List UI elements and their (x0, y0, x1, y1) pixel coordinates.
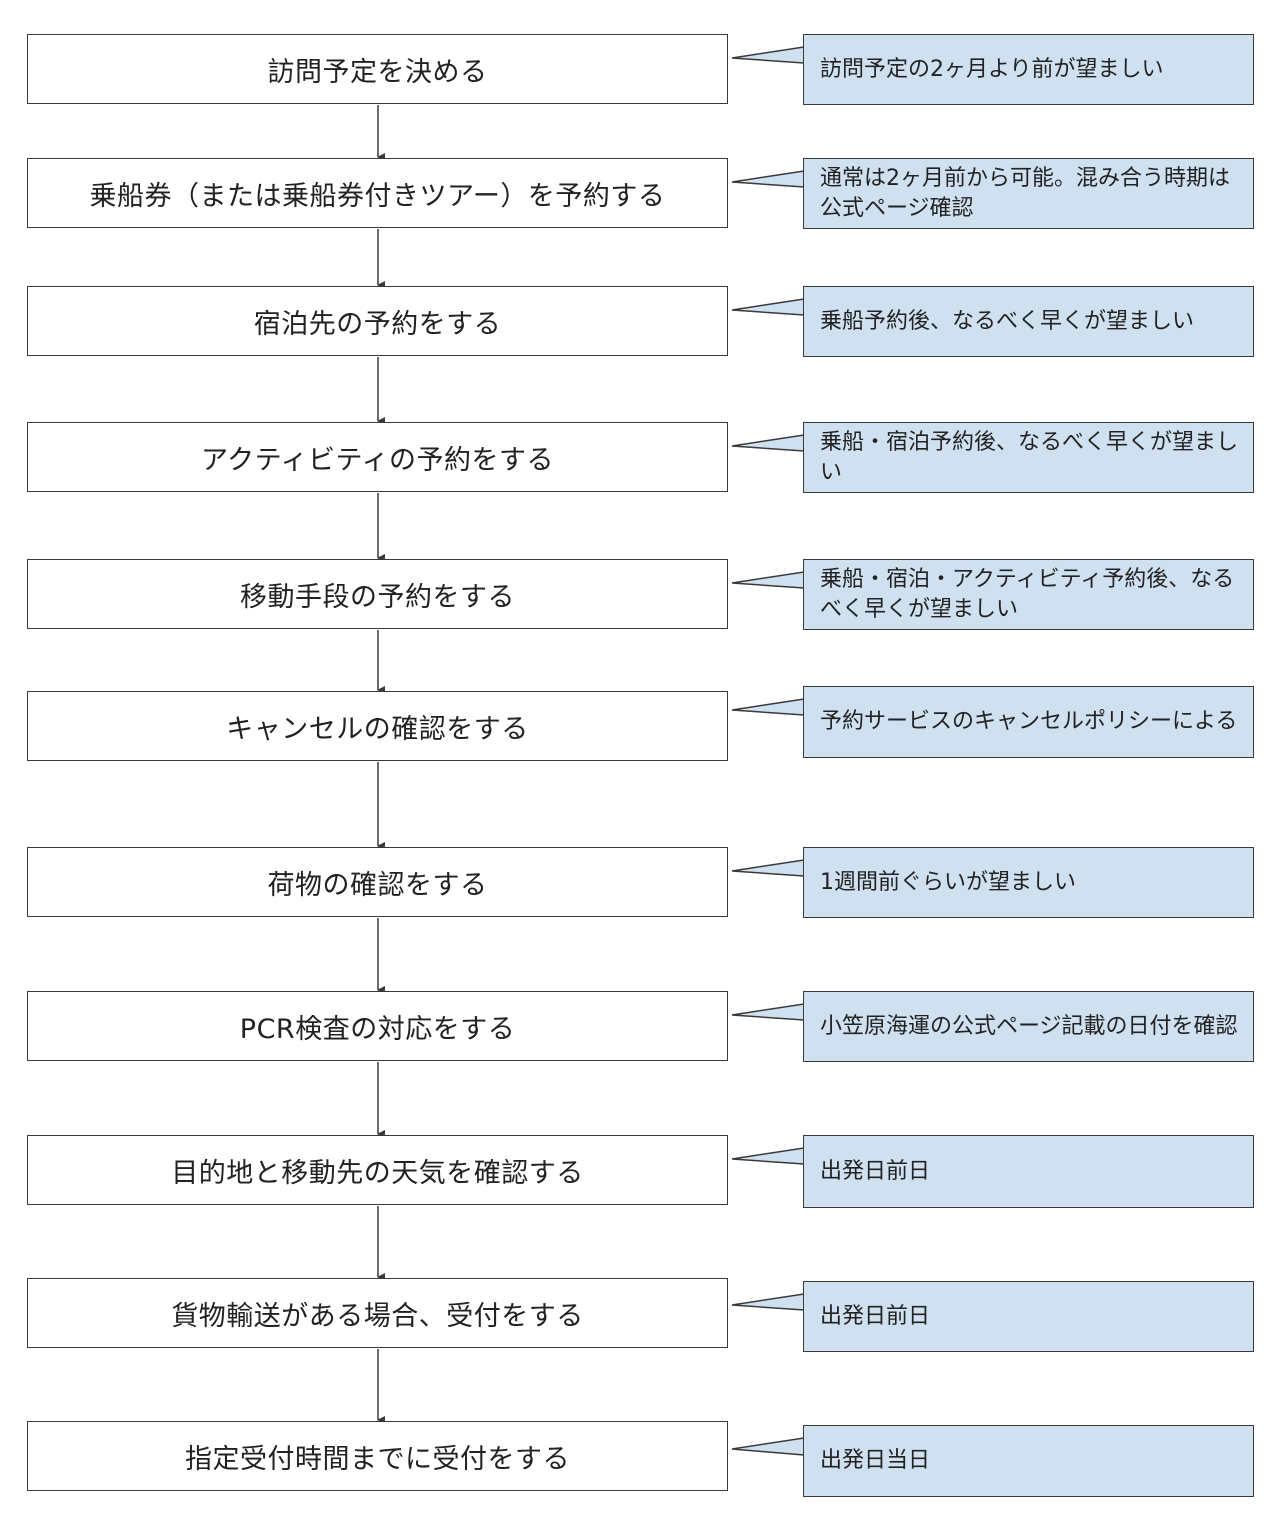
note-text: 出発日前日 (820, 1158, 931, 1184)
callout-tail-2 (731, 170, 805, 188)
step-label: キャンセルの確認をする (226, 713, 529, 745)
callout-note-6: 予約サービスのキャンセルポリシーによる (803, 686, 1254, 758)
callout-tail-3 (731, 298, 805, 316)
note-text: 出発日当日 (820, 1448, 931, 1473)
flow-step-2: 乗船券（または乗船券付きツアー）を予約する (27, 158, 728, 228)
callout-note-11: 出発日当日 (803, 1425, 1254, 1497)
note-text: 小笠原海運の公式ページ記載の日付を確認 (820, 1013, 1238, 1039)
flow-step-8: PCR検査の対応をする (27, 991, 728, 1061)
callout-tail-6 (731, 698, 805, 716)
step-label: 訪問予定を決める (267, 56, 488, 88)
step-label: 貨物輸送がある場合、受付をする (171, 1300, 584, 1332)
callout-note-8: 小笠原海運の公式ページ記載の日付を確認 (803, 991, 1254, 1062)
note-text: 通常は2ヶ月前から可能。混み合う時期は公式ページ確認 (820, 165, 1230, 221)
flow-step-9: 目的地と移動先の天気を確認する (27, 1135, 728, 1205)
callout-tail-4 (731, 434, 805, 452)
callout-note-2: 通常は2ヶ月前から可能。混み合う時期は公式ページ確認 (803, 158, 1254, 229)
step-label: PCR検査の対応をする (239, 1013, 516, 1045)
step-label: 移動手段の予約をする (240, 581, 515, 613)
note-text: 乗船・宿泊・アクティビティ予約後、なるべく早くが望ましい (820, 566, 1235, 622)
note-text: 出発日前日 (820, 1303, 931, 1329)
flow-step-1: 訪問予定を決める (27, 34, 728, 104)
flow-step-6: キャンセルの確認をする (27, 691, 728, 761)
step-label: 指定受付時間までに受付をする (185, 1443, 570, 1475)
callout-tail-10 (731, 1293, 805, 1311)
flow-step-4: アクティビティの予約をする (27, 422, 728, 492)
callout-tail-5 (731, 571, 805, 589)
callout-tail-9 (731, 1147, 805, 1165)
step-label: 乗船券（または乗船券付きツアー）を予約する (89, 180, 666, 212)
note-text: 乗船予約後、なるべく早くが望ましい (820, 308, 1195, 334)
callout-note-4: 乗船・宿泊予約後、なるべく早くが望ましい (803, 422, 1254, 493)
flow-step-3: 宿泊先の予約をする (27, 286, 728, 356)
step-label: アクティビティの予約をする (201, 444, 554, 476)
callout-tail-8 (731, 1003, 805, 1021)
step-label: 荷物の確認をする (267, 869, 488, 901)
note-text: 乗船・宿泊予約後、なるべく早くが望ましい (820, 429, 1239, 485)
callout-note-7: 1週間前ぐらいが望ましい (803, 847, 1254, 918)
note-text: 訪問予定の2ヶ月より前が望ましい (820, 56, 1164, 82)
callout-note-5: 乗船・宿泊・アクティビティ予約後、なるべく早くが望ましい (803, 559, 1254, 630)
callout-note-10: 出発日前日 (803, 1281, 1254, 1352)
callout-tail-11 (731, 1437, 805, 1456)
step-label: 宿泊先の予約をする (253, 308, 502, 340)
flow-step-10: 貨物輸送がある場合、受付をする (27, 1278, 728, 1348)
callout-note-1: 訪問予定の2ヶ月より前が望ましい (803, 34, 1254, 105)
callout-note-3: 乗船予約後、なるべく早くが望ましい (803, 286, 1254, 357)
note-text: 1週間前ぐらいが望ましい (820, 869, 1076, 895)
callout-tail-1 (731, 46, 805, 64)
callout-tail-7 (731, 859, 805, 877)
note-text: 予約サービスのキャンセルポリシーによる (820, 709, 1238, 734)
flow-step-7: 荷物の確認をする (27, 847, 728, 917)
flow-step-11: 指定受付時間までに受付をする (27, 1421, 728, 1491)
flow-step-5: 移動手段の予約をする (27, 559, 728, 629)
callout-note-9: 出発日前日 (803, 1135, 1254, 1208)
step-label: 目的地と移動先の天気を確認する (171, 1157, 584, 1189)
